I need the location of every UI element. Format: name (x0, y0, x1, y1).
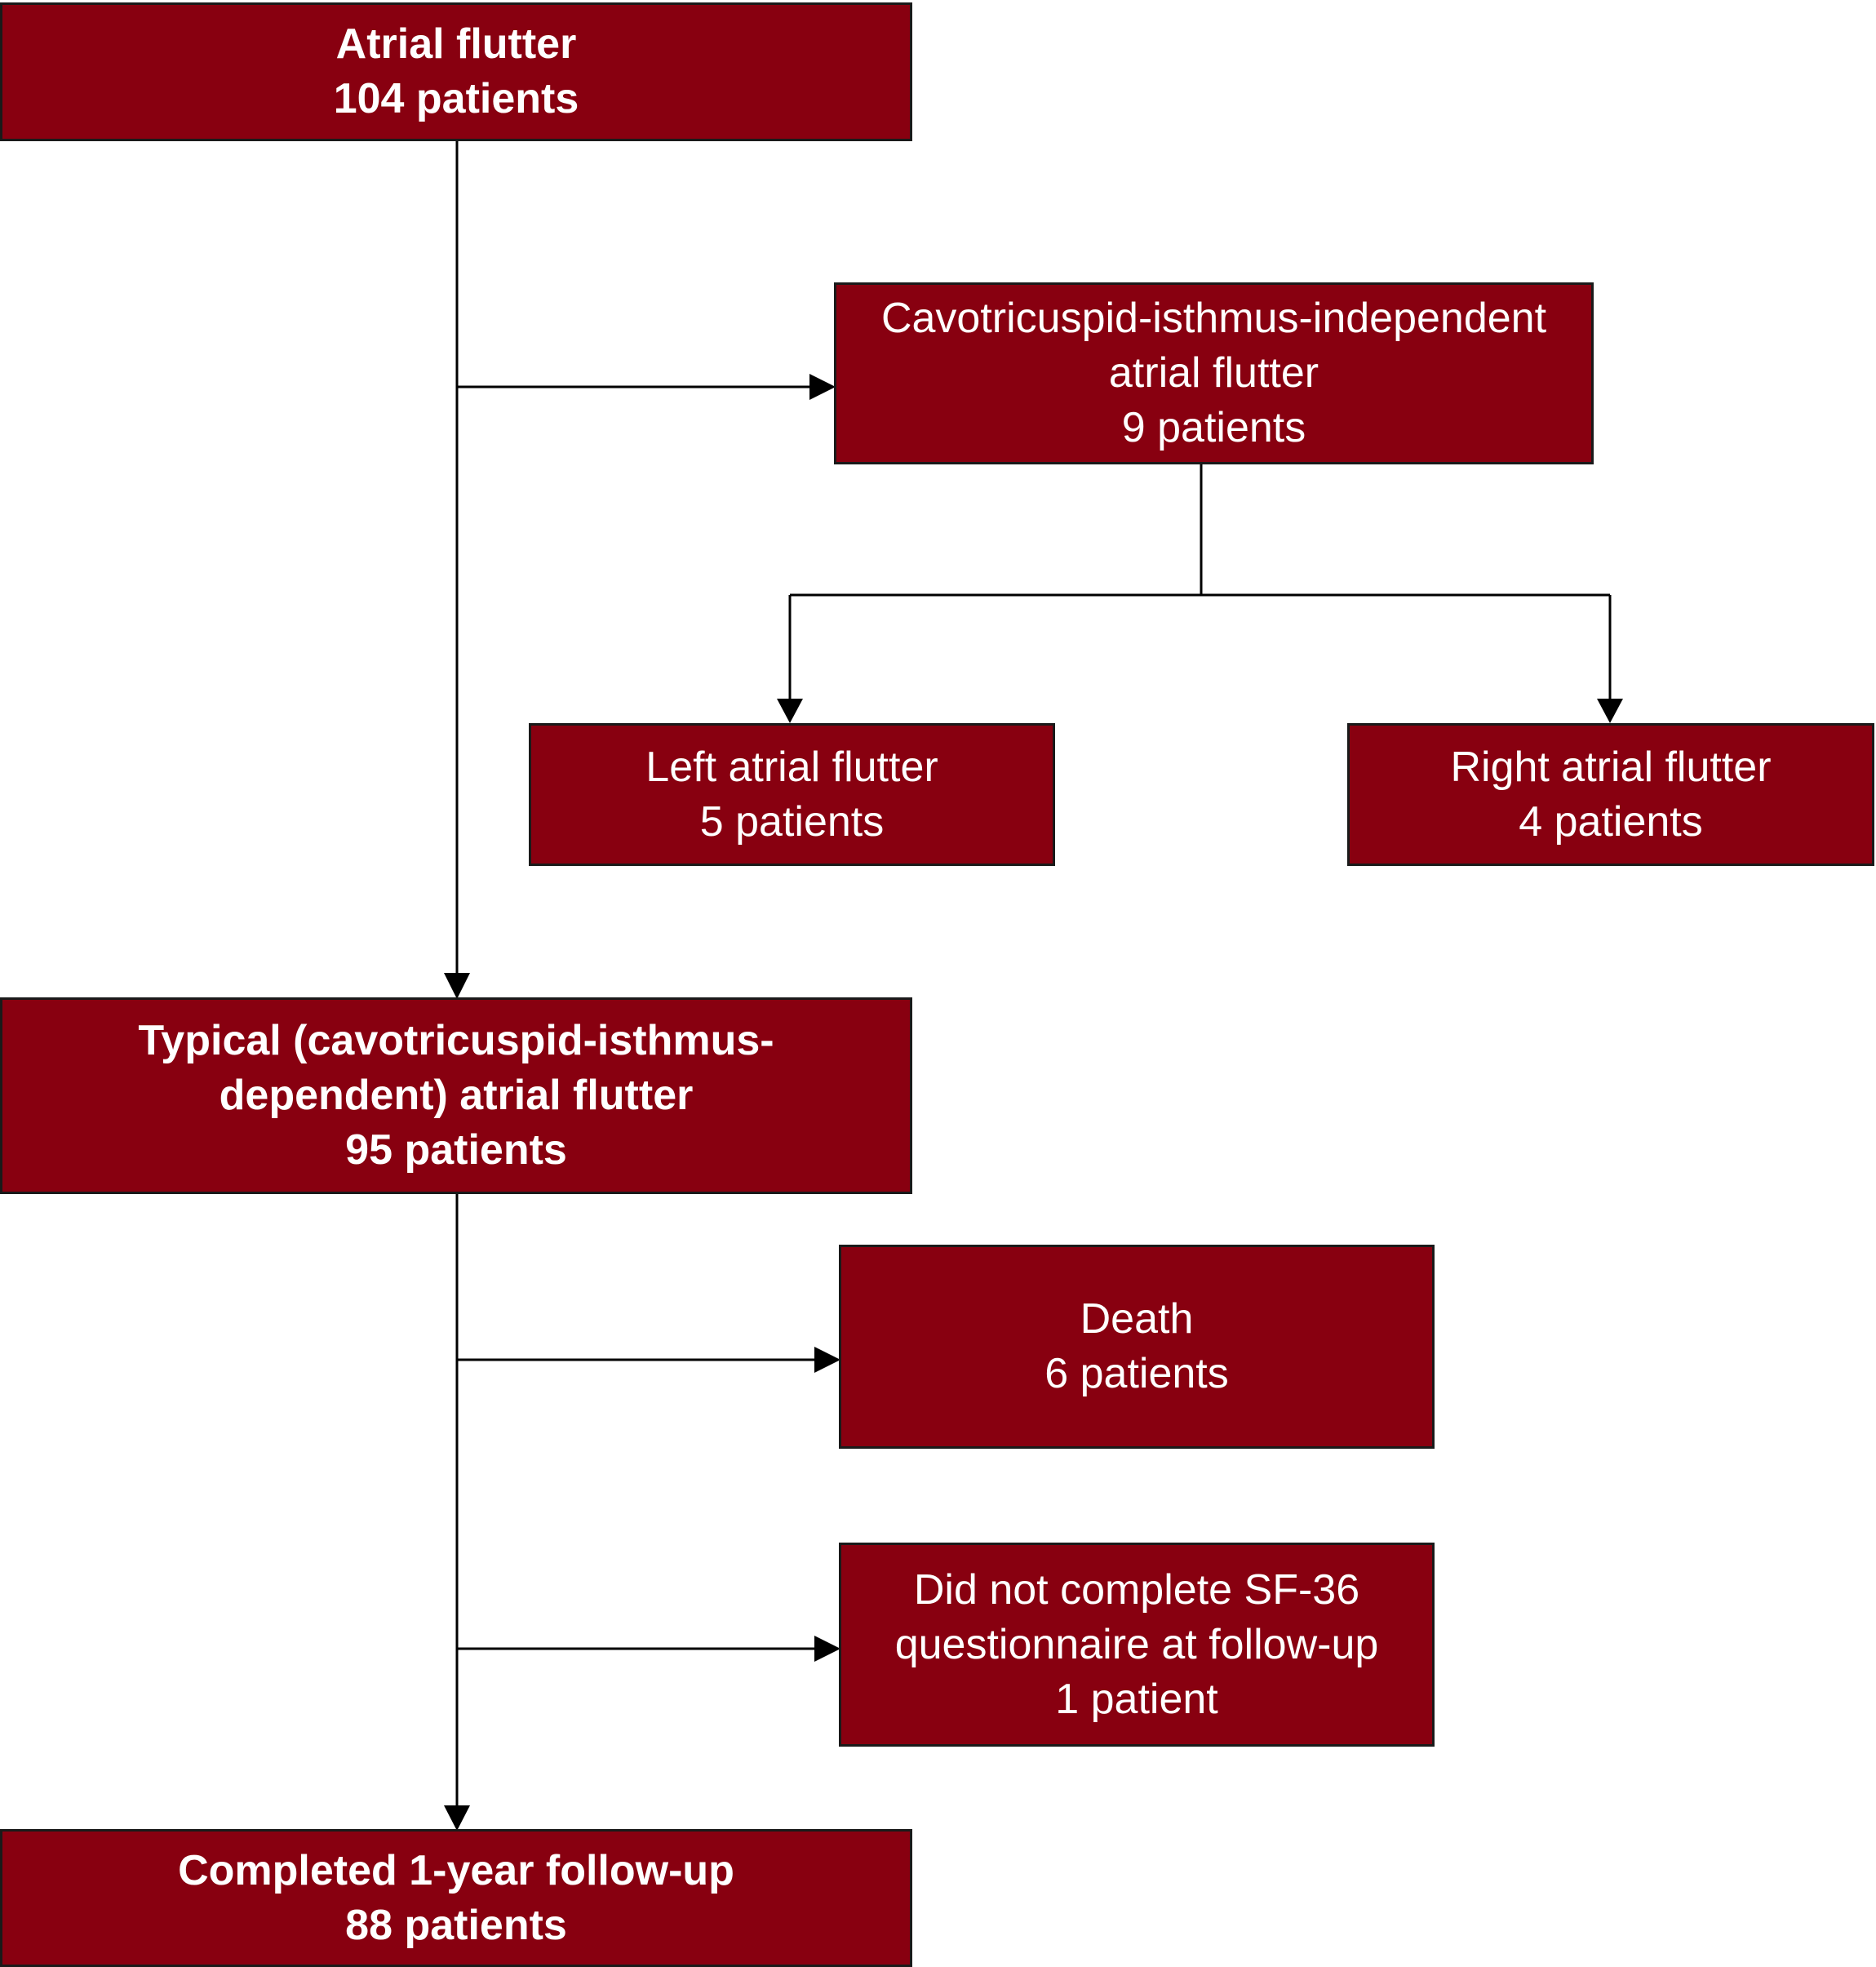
sf36-title-line1: Did not complete SF-36 (913, 1565, 1360, 1614)
cti-independent-title-line2: atrial flutter (1108, 349, 1319, 397)
atrial-flutter-box: Atrial flutter 104 patients (0, 2, 912, 141)
atrial-flutter-count: 104 patients (333, 75, 579, 122)
sf36-incomplete-box: Did not complete SF-36 questionnaire at … (839, 1543, 1435, 1747)
right-atrial-flutter-count: 4 patients (1519, 797, 1703, 846)
left-atrial-flutter-box: Left atrial flutter 5 patients (529, 723, 1055, 866)
sf36-count: 1 patient (1055, 1675, 1218, 1723)
arrowhead-to-ctii (809, 374, 836, 400)
typical-count: 95 patients (345, 1126, 567, 1174)
sf36-title-line2: questionnaire at follow-up (894, 1620, 1379, 1668)
cti-independent-count: 9 patients (1121, 404, 1306, 451)
death-title: Death (1080, 1295, 1194, 1343)
arrowhead-to-sf36 (814, 1636, 840, 1662)
left-atrial-flutter-count: 5 patients (699, 797, 885, 846)
right-atrial-flutter-title: Right atrial flutter (1450, 743, 1772, 791)
completed-title: Completed 1-year follow-up (178, 1846, 734, 1894)
right-atrial-flutter-box: Right atrial flutter 4 patients (1347, 723, 1874, 866)
left-atrial-flutter-title: Left atrial flutter (645, 743, 938, 791)
arrowhead-to-death (814, 1347, 840, 1373)
completed-follow-up-box: Completed 1-year follow-up 88 patients (0, 1829, 912, 1967)
arrowhead-to-right-af (1597, 699, 1623, 723)
typical-title-line1: Typical (cavotricuspid-isthmus- (138, 1017, 774, 1064)
death-count: 6 patients (1044, 1350, 1229, 1397)
typical-title-line2: dependent) atrial flutter (219, 1072, 694, 1119)
arrowhead-to-completed (444, 1805, 470, 1831)
completed-count: 88 patients (345, 1901, 567, 1949)
cti-independent-box: Cavotricuspid-isthmus-independent atrial… (834, 282, 1594, 464)
arrowhead-to-left-af (777, 699, 803, 723)
arrowhead-to-typical (444, 973, 470, 999)
death-box: Death 6 patients (839, 1245, 1435, 1449)
cti-independent-title-line1: Cavotricuspid-isthmus-independent (880, 295, 1547, 342)
typical-atrial-flutter-box: Typical (cavotricuspid-isthmus- dependen… (0, 997, 912, 1194)
atrial-flutter-title: Atrial flutter (335, 20, 577, 68)
